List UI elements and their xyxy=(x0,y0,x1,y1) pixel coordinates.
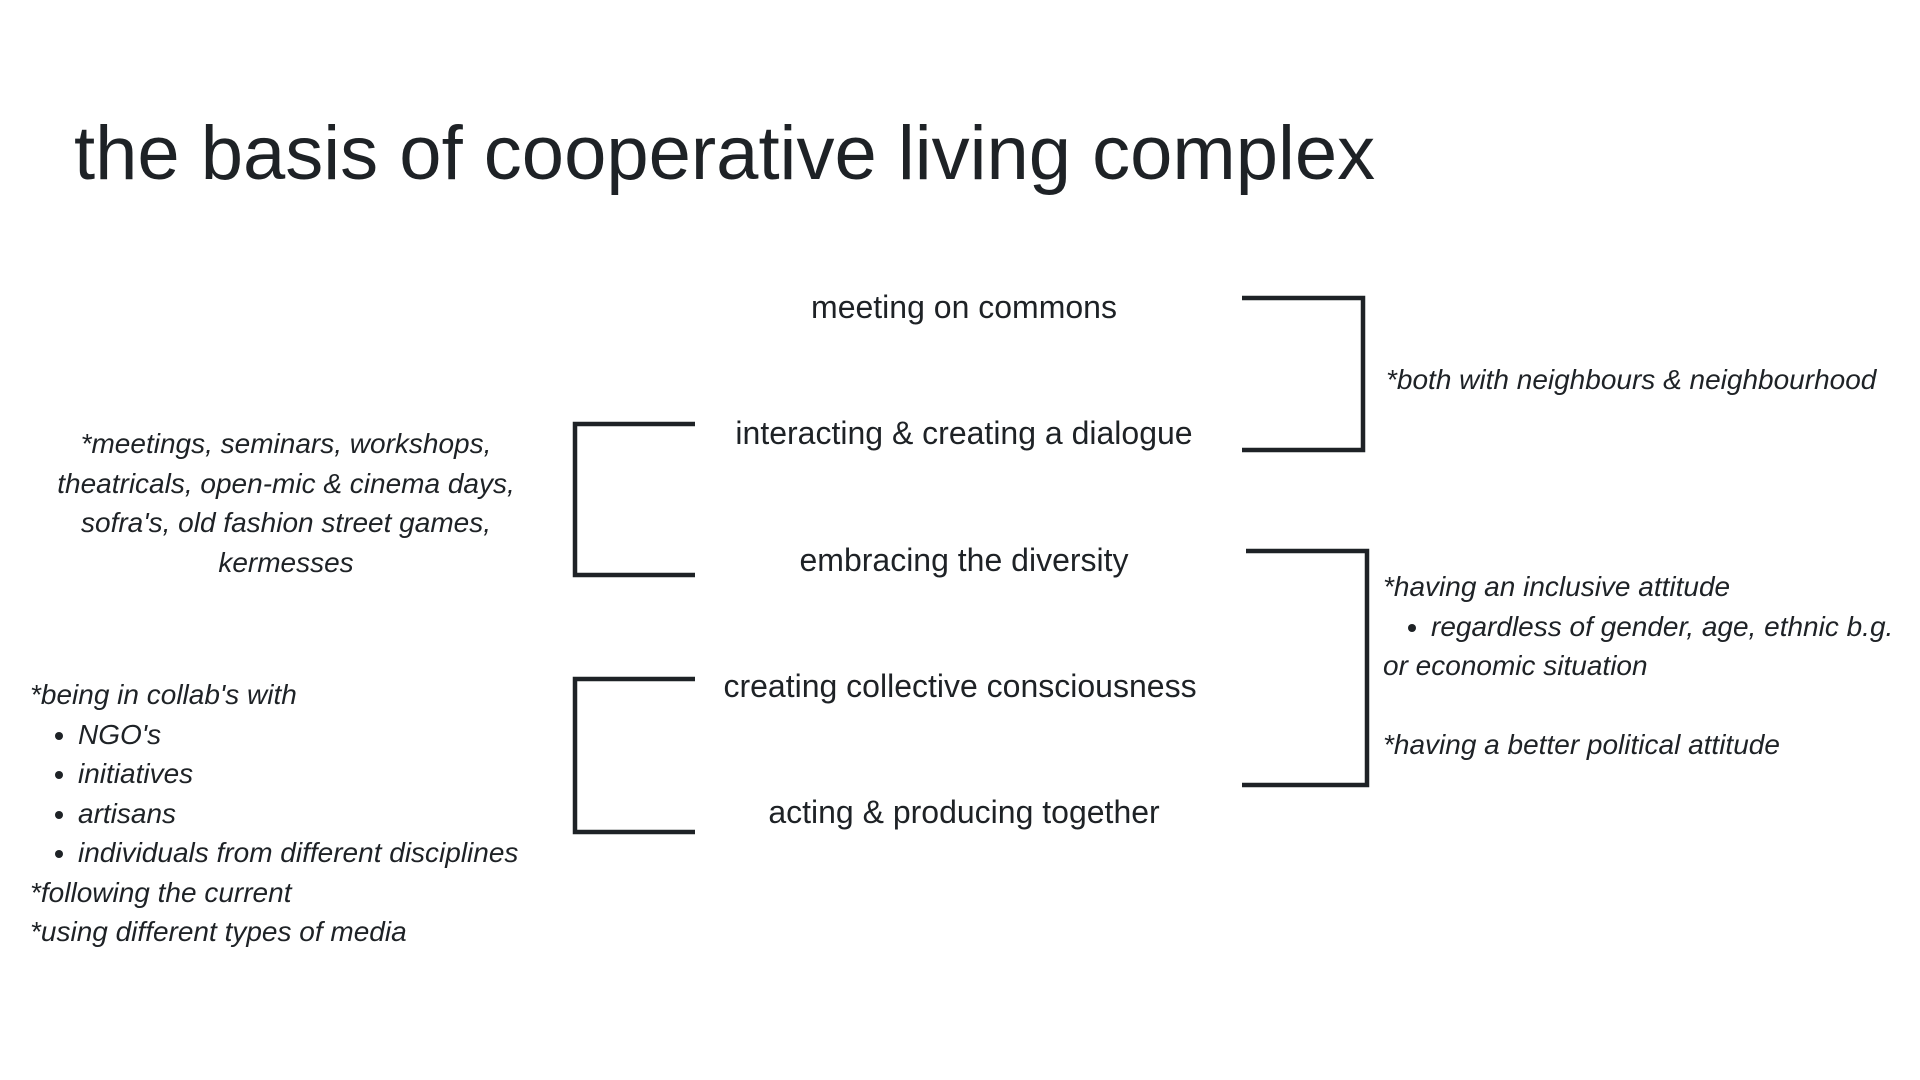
bracket-right-top xyxy=(1242,295,1366,453)
note-following-current: *following the current xyxy=(30,876,292,908)
page-title: the basis of cooperative living complex xyxy=(74,111,1376,196)
note-inclusive: *having an inclusive attitude regardless… xyxy=(1383,567,1903,765)
item-embracing-diversity: embracing the diversity xyxy=(799,542,1129,578)
list-item: individuals from different disciplines xyxy=(78,833,550,873)
note-events-text: *meetings, seminars, workshops, theatric… xyxy=(57,428,515,578)
bracket-right-bottom xyxy=(1242,548,1370,788)
item-meeting-on-commons: meeting on commons xyxy=(811,289,1117,325)
list-item: artisans xyxy=(78,794,550,834)
note-inclusive-intro: *having an inclusive attitude xyxy=(1383,571,1731,602)
list-item: initiatives xyxy=(78,754,550,794)
item-interacting-dialogue: interacting & creating a dialogue xyxy=(735,415,1193,451)
note-collab-intro: *being in collab's with xyxy=(30,679,297,710)
list-item: NGO's xyxy=(78,715,550,755)
note-collab-list: NGO's initiatives artisans individuals f… xyxy=(30,715,550,873)
note-events: *meetings, seminars, workshops, theatric… xyxy=(48,424,524,582)
bracket-left-top xyxy=(572,421,695,578)
note-inclusive-list: regardless of gender, age, ethnic b.g. xyxy=(1383,607,1903,647)
note-spacer xyxy=(1383,686,1903,726)
note-inclusive-continuation: or economic situation xyxy=(1383,650,1648,681)
note-collab: *being in collab's with NGO's initiative… xyxy=(30,675,550,952)
item-collective-consciousness: creating collective consciousness xyxy=(723,668,1197,704)
note-media: *using different types of media xyxy=(30,916,407,947)
list-item: regardless of gender, age, ethnic b.g. xyxy=(1431,607,1903,647)
bracket-left-bottom xyxy=(572,676,695,835)
note-neighbours-text: *both with neighbours & neighbourhood xyxy=(1386,364,1877,395)
note-political: *having a better political attitude xyxy=(1383,729,1780,760)
note-neighbours: *both with neighbours & neighbourhood xyxy=(1386,360,1876,400)
item-acting-producing: acting & producing together xyxy=(768,794,1160,830)
